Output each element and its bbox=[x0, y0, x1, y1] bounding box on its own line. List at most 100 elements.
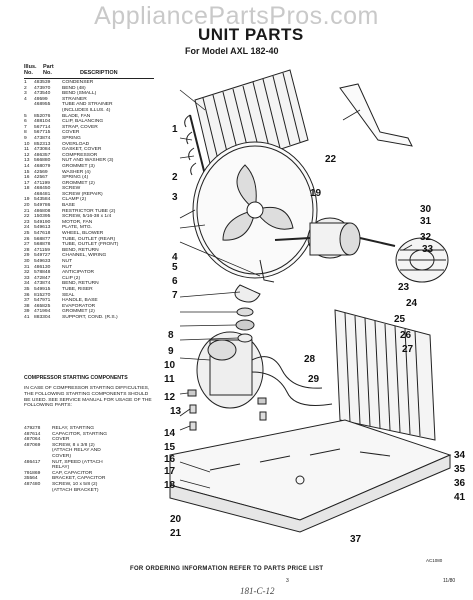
callout-number: 10 bbox=[164, 360, 176, 371]
part-description: BEND, RETURN bbox=[62, 281, 99, 287]
illus-number: 39 bbox=[24, 309, 30, 315]
part-number: 791869 bbox=[24, 470, 41, 476]
part-number: 567715 bbox=[34, 130, 51, 136]
part-number: 473970 bbox=[34, 85, 51, 91]
illus-number: 17 bbox=[24, 180, 30, 186]
illus-number: 28 bbox=[24, 247, 30, 253]
part-number: 547618 bbox=[34, 231, 51, 237]
column-header-description: DESCRIPTION bbox=[80, 70, 118, 76]
illus-number: 18 bbox=[24, 186, 30, 192]
part-number: 479278 bbox=[24, 426, 41, 431]
compressor-drawing bbox=[196, 331, 333, 409]
part-description: OVERLOAD bbox=[62, 141, 90, 147]
callout-number: 25 bbox=[394, 314, 406, 325]
part-number: 578848 bbox=[34, 270, 51, 276]
part-number: 471994 bbox=[34, 309, 51, 315]
part-number: 473874 bbox=[34, 135, 51, 141]
part-description: TUBE AND STRAINER bbox=[62, 102, 113, 108]
part-description: CAP, CAPACITOR bbox=[52, 470, 93, 476]
part-number: 543584 bbox=[34, 197, 51, 203]
part-description: HANDLE, BASE bbox=[62, 298, 98, 304]
part-description: BEND (48) bbox=[62, 85, 86, 91]
callout-number: 21 bbox=[170, 528, 182, 539]
callout-number: 35 bbox=[454, 464, 466, 475]
illus-number: 22 bbox=[24, 214, 30, 220]
starting-component-row: (ATTACH RELAY AND bbox=[24, 448, 159, 454]
illus-number: 14 bbox=[24, 163, 30, 169]
part-number: 549727 bbox=[34, 253, 51, 259]
starting-component-row: 791869 CAP, CAPACITOR bbox=[24, 471, 159, 477]
part-description: TUBE, RISER bbox=[62, 286, 93, 292]
starting-component-row: (ATTACH BRACKET) bbox=[24, 488, 159, 494]
part-number: 468481 bbox=[34, 191, 51, 197]
callout-number: 7 bbox=[172, 290, 178, 301]
part-number: 567714 bbox=[34, 124, 51, 130]
evaporator-drawing bbox=[334, 309, 436, 441]
part-number: 471199 bbox=[34, 180, 50, 186]
callout-number: 19 bbox=[310, 188, 322, 199]
callout-number: 9 bbox=[168, 346, 174, 357]
part-number: 852313 bbox=[34, 141, 51, 147]
parts-row: 34 473874 BEND, RETURN bbox=[24, 281, 159, 287]
part-description: COVER bbox=[52, 437, 70, 443]
callout-number: 3 bbox=[172, 192, 178, 203]
illus-number: 15 bbox=[24, 169, 30, 175]
exploded-parts-diagram: 1234567891011121314151617181920212223242… bbox=[164, 69, 466, 545]
fan-motor-drawing bbox=[274, 217, 396, 259]
part-number: 472847 bbox=[34, 275, 51, 281]
part-description: SPRING (4) bbox=[62, 175, 89, 181]
part-description: COMPRESSOR bbox=[62, 152, 98, 158]
page-number: 3 bbox=[286, 578, 289, 584]
illus-number: 37 bbox=[24, 298, 30, 304]
part-description: CLIP (2) bbox=[62, 275, 81, 281]
part-number: 488104 bbox=[34, 119, 51, 125]
illus-number: 10 bbox=[24, 141, 30, 147]
condenser-coil-drawing bbox=[184, 69, 309, 176]
part-number: 42569 bbox=[34, 169, 48, 175]
illus-number: 20 bbox=[24, 203, 30, 209]
illus-number: 27 bbox=[24, 242, 30, 248]
illus-number: 34 bbox=[24, 281, 30, 287]
callout-number: 41 bbox=[454, 492, 466, 503]
callout-number: 5 bbox=[172, 262, 178, 273]
part-number: 49599 bbox=[34, 96, 48, 102]
callout-number: 29 bbox=[308, 374, 320, 385]
illus-number: 4 bbox=[24, 96, 27, 102]
part-number: 150395 bbox=[34, 214, 51, 220]
part-number: 486417 bbox=[24, 459, 41, 465]
base-pan-drawing bbox=[169, 419, 452, 533]
callout-number: 27 bbox=[402, 344, 414, 355]
illus-number: 16 bbox=[24, 175, 30, 181]
part-description: GROMMET (3) bbox=[62, 163, 95, 169]
part-number: 568877 bbox=[34, 236, 51, 242]
callout-number: 34 bbox=[454, 450, 466, 461]
illus-number: 13 bbox=[24, 158, 30, 164]
header-divider bbox=[24, 78, 154, 79]
part-number: 473874 bbox=[34, 281, 51, 287]
fan-blade-drawing bbox=[192, 141, 318, 283]
bracket-drawing bbox=[339, 83, 413, 147]
part-description: BEND (SMALL) bbox=[62, 91, 97, 97]
part-description: SCREW (REPAIR) bbox=[62, 191, 103, 197]
part-number: 486130 bbox=[34, 264, 51, 270]
part-number: 815270 bbox=[34, 292, 51, 298]
part-number: 486808 bbox=[34, 208, 51, 214]
illus-number: 29 bbox=[24, 253, 30, 259]
part-description: SEAL bbox=[62, 292, 75, 298]
illus-number: 38 bbox=[24, 303, 30, 309]
